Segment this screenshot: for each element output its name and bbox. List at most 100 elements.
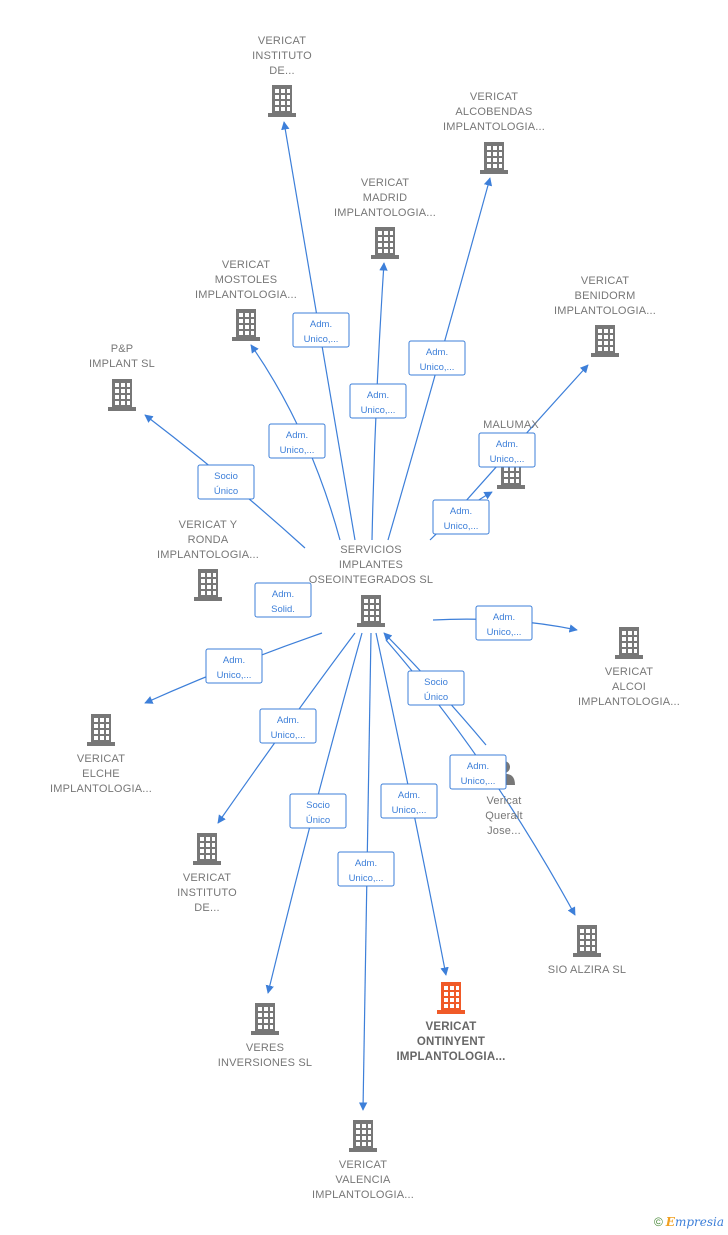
relation-text: Adm. — [223, 655, 245, 666]
node-label: IMPLANTOLOGIA... — [443, 121, 545, 133]
node-label: SERVICIOS — [340, 544, 402, 556]
node-label: DE... — [194, 902, 219, 914]
relation-text: Socio — [306, 800, 330, 811]
node-label: IMPLANTOLOGIA... — [157, 549, 259, 561]
relation-text: Unico,... — [217, 670, 252, 681]
relation-text: Adm. — [496, 439, 518, 450]
node-label: INVERSIONES SL — [218, 1057, 313, 1069]
node-instituto-top[interactable]: VERICAT INSTITUTO DE... — [252, 35, 312, 117]
building-icon — [371, 227, 399, 259]
building-icon — [87, 714, 115, 746]
relation-r-ontinyent[interactable]: Adm. Unico,... — [380, 783, 438, 819]
node-label: MALUMAX — [483, 419, 539, 431]
node-alcobendas[interactable]: VERICATALCOBENDASIMPLANTOLOGIA... — [443, 91, 545, 174]
building-icon — [591, 325, 619, 357]
node-label: OSEOINTEGRADOS SL — [309, 574, 433, 586]
node-label: IMPLANTOLOGIA... — [312, 1189, 414, 1201]
building-icon — [251, 1003, 279, 1035]
relation-r-benidorm[interactable]: Adm.Unico,... — [478, 432, 536, 468]
node-madrid[interactable]: VERICATMADRIDIMPLANTOLOGIA... — [334, 177, 436, 259]
node-ronda[interactable]: VERICAT YRONDAIMPLANTOLOGIA... — [157, 519, 259, 601]
copyright-symbol: © — [653, 1215, 663, 1229]
relation-r-ronda[interactable]: Adm.Solid. — [254, 582, 312, 618]
node-label: ONTINYENT — [417, 1036, 485, 1048]
relation-r-elche[interactable]: Adm. Unico,... — [205, 648, 263, 684]
node-label: IMPLANTOLOGIA... — [50, 783, 152, 795]
node-label: IMPLANTOLOGIA... — [396, 1051, 505, 1063]
node-label: VERICAT — [183, 872, 231, 884]
node-label: VERICAT — [222, 259, 270, 271]
relation-r-malumax[interactable]: Adm.Unico,... — [432, 499, 490, 535]
node-label: VERICAT — [361, 177, 409, 189]
node-label: VERICAT — [258, 35, 306, 47]
node-label: VERICAT — [605, 666, 653, 678]
node-label: IMPLANTOLOGIA... — [554, 305, 656, 317]
relation-text: Unico,... — [487, 627, 522, 638]
node-label: MOSTOLES — [215, 274, 278, 286]
node-center[interactable]: SERVICIOS IMPLANTES OSEOINTEGRADOS SL — [309, 544, 433, 627]
relation-r-instituto-top[interactable]: Adm.Unico,... — [292, 312, 350, 348]
node-label: VERICAT — [339, 1159, 387, 1171]
relation-r-madrid[interactable]: Adm. Unico,... — [349, 383, 407, 419]
building-icon — [268, 85, 296, 117]
node-instituto-bottom[interactable]: VERICATINSTITUTODE... — [177, 833, 237, 914]
relation-r-person-sio[interactable]: Adm.Unico,... — [449, 754, 507, 790]
relation-r-alcobendas[interactable]: Adm.Unico,... — [408, 340, 466, 376]
relation-text: Unico,... — [280, 445, 315, 456]
node-label: IMPLANTES — [339, 559, 403, 571]
node-label: ELCHE — [82, 768, 120, 780]
node-label: VERICAT — [581, 275, 629, 287]
relation-text: Adm. — [398, 790, 420, 801]
node-label: IMPLANT SL — [89, 358, 155, 370]
relation-labels: Adm. Unico,... Adm. Unico,... Adm. Unico,... A… — [197, 312, 536, 887]
node-label: Jose... — [487, 825, 521, 837]
relation-text: Unico,... — [392, 805, 427, 816]
node-label: IMPLANTOLOGIA... — [334, 207, 436, 219]
relation-text: Socio — [424, 677, 448, 688]
relation-text: Adm. — [355, 858, 377, 869]
relation-r-alcoi[interactable]: Adm.Unico,... — [475, 605, 533, 641]
relation-text: Adm. — [450, 506, 472, 517]
node-label: DE... — [269, 65, 294, 77]
node-label: IMPLANTOLOGIA... — [578, 696, 680, 708]
node-label: VERICAT — [77, 753, 125, 765]
relation-text: Adm. — [367, 390, 389, 401]
building-icon — [108, 379, 136, 411]
node-benidorm[interactable]: VERICATBENIDORMIMPLANTOLOGIA... — [554, 275, 656, 357]
node-elche[interactable]: VERICAT ELCHE IMPLANTOLOGIA... — [50, 714, 152, 795]
nodes: SERVICIOS IMPLANTES OSEOINTEGRADOS SL VERIC… — [50, 35, 680, 1201]
node-mostoles[interactable]: VERICAT MOSTOLES IMPLANTOLOGIA... — [195, 259, 297, 341]
relation-text: Socio — [214, 471, 238, 482]
building-icon — [232, 309, 260, 341]
relation-text: Unico,... — [361, 405, 396, 416]
node-ontinyent[interactable]: VERICATONTINYENTIMPLANTOLOGIA... — [396, 982, 505, 1063]
building-icon — [193, 833, 221, 865]
relation-text: Adm. — [310, 319, 332, 330]
relation-text: Unico,... — [461, 776, 496, 787]
relation-r-instituto-bottom[interactable]: Adm.Unico,... — [259, 708, 317, 744]
node-label: Queralt — [485, 810, 522, 822]
node-label: VALENCIA — [335, 1174, 391, 1186]
node-label: ALCOBENDAS — [455, 106, 532, 118]
relation-text: Unico,... — [420, 362, 455, 373]
building-icon — [349, 1120, 377, 1152]
node-label: INSTITUTO — [252, 50, 312, 62]
building-icon — [480, 142, 508, 174]
relation-text: Adm. — [277, 715, 299, 726]
relation-r-valencia[interactable]: Adm.Unico,... — [337, 851, 395, 887]
relation-text: Único — [424, 692, 448, 703]
node-label: Vericat — [486, 795, 521, 807]
relation-r-mostoles[interactable]: Adm.Unico,... — [268, 423, 326, 459]
node-sio[interactable]: SIO ALZIRA SL — [548, 925, 626, 976]
node-label: IMPLANTOLOGIA... — [195, 289, 297, 301]
node-label: RONDA — [188, 534, 229, 546]
brand-logo[interactable]: Empresia — [665, 1215, 724, 1229]
node-alcoi[interactable]: VERICATALCOIIMPLANTOLOGIA... — [578, 627, 680, 708]
node-valencia[interactable]: VERICAT VALENCIA IMPLANTOLOGIA... — [312, 1120, 414, 1201]
